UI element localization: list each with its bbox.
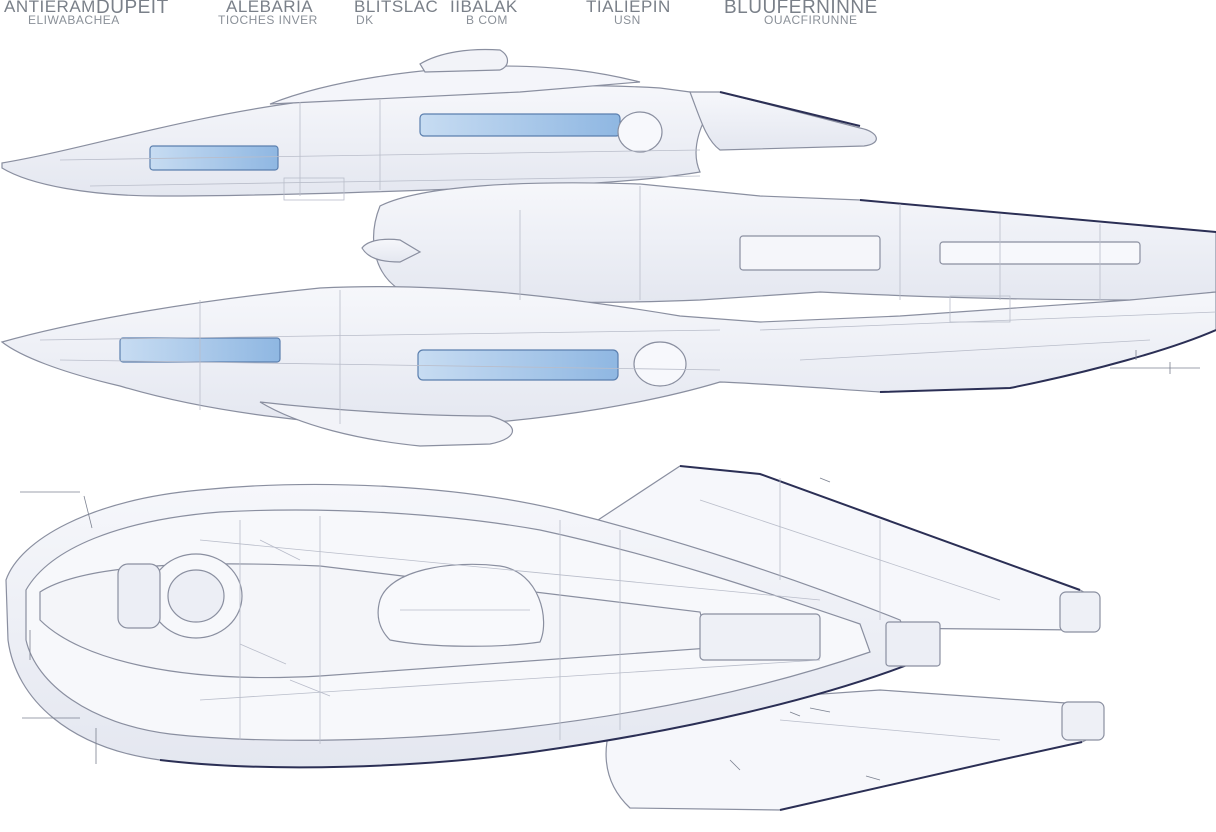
bridge-dome xyxy=(377,563,545,647)
header-sublabel-7: OUACFIRUNNE xyxy=(764,13,858,27)
header-sublabel-5: B COM xyxy=(466,13,508,27)
header-label-6: TIALIEPIN xyxy=(586,0,671,16)
aft-engine-block xyxy=(699,613,821,661)
lower-intake xyxy=(633,341,687,387)
header-label-4: BLITSLAC xyxy=(354,0,439,16)
lower-wing-tip xyxy=(1061,701,1105,741)
engine-ring-inner xyxy=(167,569,225,623)
upper-window-fwd xyxy=(149,145,279,171)
header-label-2: DUPEIT xyxy=(96,0,169,18)
central-hull-sensor-block xyxy=(739,235,881,271)
header-sublabel-4: DK xyxy=(356,13,374,27)
header-label-1: ANTIERAM xyxy=(4,0,96,16)
side-profile-view xyxy=(0,48,1216,447)
upper-intake xyxy=(617,111,663,153)
header-sublabel-6: USN xyxy=(614,13,641,27)
header-label-7: BLUUFERNINNE xyxy=(724,0,878,18)
top-plan-view xyxy=(5,465,1105,811)
header-label-3: ALEBARIA xyxy=(226,0,314,16)
header-sublabel-3: TIOCHES INVER xyxy=(218,13,318,27)
side-dimension-lines xyxy=(1110,350,1200,374)
upper-fin xyxy=(689,91,877,151)
side-panel-lines xyxy=(39,100,1216,424)
lower-nacelle-keel xyxy=(259,401,513,447)
lower-window-aft xyxy=(417,349,619,381)
plan-panel-lines xyxy=(199,478,1001,744)
plan-dimension-lines xyxy=(20,477,881,781)
upper-nacelle xyxy=(1,85,722,197)
central-hull-forward-pod xyxy=(361,238,422,263)
header-label-5: IIBALAK xyxy=(450,0,518,16)
aft-reactor-housing xyxy=(885,621,941,667)
upper-nacelle-dorsal-pod xyxy=(419,48,509,73)
blueprint-header: ANTIERAM ELIWABACHEA DUPEIT ALEBARIA TIO… xyxy=(0,0,1216,40)
central-hull-top-rail xyxy=(859,199,1216,233)
upper-wing-tip xyxy=(1059,591,1101,633)
upper-window-aft xyxy=(419,113,621,137)
header-sublabel-1: ELIWABACHEA xyxy=(28,13,120,27)
